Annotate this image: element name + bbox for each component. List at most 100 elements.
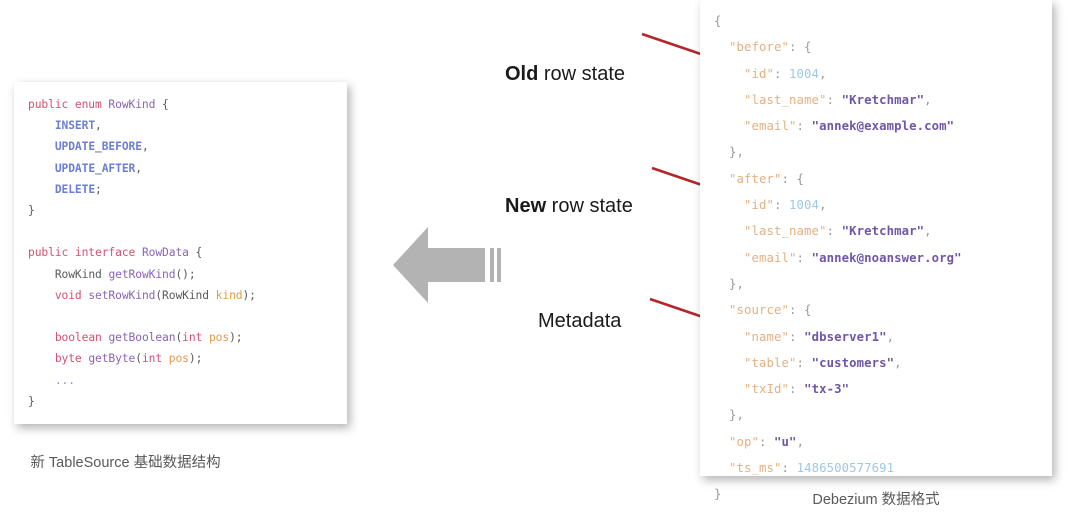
code-token: : { xyxy=(781,171,805,186)
code-token: { xyxy=(714,14,722,28)
code-token: "source" xyxy=(729,303,790,318)
label-old-row-state-rest: row state xyxy=(538,63,626,85)
code-token xyxy=(714,356,744,370)
code-token xyxy=(28,162,55,175)
code-token xyxy=(28,268,55,281)
code-token: public enum xyxy=(28,98,109,111)
label-old-row-state: Old row state xyxy=(505,63,625,86)
code-token xyxy=(714,382,744,396)
code-token: 1004 xyxy=(789,66,820,81)
code-token xyxy=(714,40,729,54)
code-token: , xyxy=(135,161,142,175)
code-token: "tx-3" xyxy=(804,382,850,397)
label-new-row-state-rest: row state xyxy=(546,195,633,217)
code-token: } xyxy=(28,394,35,408)
code-token: "id" xyxy=(744,66,775,81)
code-token: "after" xyxy=(729,171,782,186)
code-token xyxy=(714,330,744,344)
code-token: : xyxy=(759,434,775,449)
code-token: , xyxy=(886,329,895,344)
code-token: int xyxy=(141,352,169,366)
code-token: UPDATE_BEFORE xyxy=(54,140,142,154)
code-token: , xyxy=(924,224,932,239)
label-metadata: Metadata xyxy=(538,310,621,333)
code-token: "txId" xyxy=(744,382,790,397)
code-token: ( xyxy=(175,331,183,345)
code-token: "before" xyxy=(729,40,790,55)
code-token: "op" xyxy=(729,434,760,449)
code-token: "annek@example.com" xyxy=(811,119,955,134)
code-token: : xyxy=(774,198,790,213)
code-token: kind xyxy=(215,288,243,302)
code-token: UPDATE_AFTER xyxy=(54,161,136,175)
code-token: ); xyxy=(229,331,243,345)
code-token: "customers" xyxy=(811,355,895,370)
java-code-block: public enum RowKind { INSERT, UPDATE_BEF… xyxy=(28,94,333,412)
code-token: : xyxy=(789,329,805,344)
code-token: "name" xyxy=(744,329,790,344)
code-token: "email" xyxy=(744,119,797,134)
code-token: getByte xyxy=(88,352,136,366)
code-token: : xyxy=(774,66,790,81)
code-token: RowKind xyxy=(54,267,109,281)
code-token xyxy=(28,289,55,302)
code-token: { xyxy=(188,246,203,260)
code-token: : xyxy=(781,461,797,476)
code-token: "last_name" xyxy=(744,224,827,239)
code-token xyxy=(714,67,744,81)
code-token xyxy=(714,93,744,107)
code-token: : xyxy=(826,224,842,239)
code-token: } xyxy=(28,204,35,218)
code-token: : xyxy=(796,250,812,265)
code-token: , xyxy=(924,92,932,107)
code-token: "id" xyxy=(744,198,775,213)
code-token: INSERT xyxy=(54,119,96,133)
label-old-row-state-strong: Old xyxy=(505,63,539,85)
code-token: 1004 xyxy=(789,198,820,213)
code-token xyxy=(714,303,729,317)
code-token: 1486500577691 xyxy=(796,461,895,476)
code-token xyxy=(28,119,55,132)
code-token xyxy=(28,140,55,153)
code-token: int xyxy=(182,331,209,345)
code-token: , xyxy=(95,119,102,133)
code-token: getBoolean xyxy=(108,331,176,345)
left-panel-caption: 新 TableSource 基础数据结构 xyxy=(30,455,221,471)
code-token: "u" xyxy=(774,434,797,449)
code-token: , xyxy=(894,355,902,370)
code-token: void xyxy=(54,288,89,302)
code-token: setRowKind xyxy=(88,288,156,302)
code-token: public interface xyxy=(28,246,142,260)
code-token: "Kretchmar" xyxy=(841,92,925,107)
code-token: ); xyxy=(188,352,203,366)
code-token: }, xyxy=(714,276,745,291)
code-token: : { xyxy=(789,303,812,318)
code-token: DELETE xyxy=(54,182,96,196)
code-token xyxy=(714,461,729,475)
code-token: ); xyxy=(242,288,256,302)
code-token: } xyxy=(714,487,722,502)
json-code-card: { "before" : { "id": 1004, "last_name": "… xyxy=(700,0,1052,501)
code-token xyxy=(28,183,55,196)
code-token xyxy=(28,374,55,387)
code-token: , xyxy=(819,198,827,213)
label-metadata-rest: Metadata xyxy=(538,310,622,332)
code-token: : xyxy=(796,119,812,134)
code-token: , xyxy=(796,434,805,449)
code-token: "email" xyxy=(744,250,797,265)
code-token xyxy=(28,352,55,365)
code-token xyxy=(714,119,744,133)
code-token: RowData xyxy=(141,246,189,260)
code-token: getRowKind xyxy=(108,267,176,281)
code-token: : xyxy=(789,382,805,397)
code-token xyxy=(714,251,744,265)
code-token: byte xyxy=(54,352,89,366)
java-code-card: public enum RowKind { INSERT, UPDATE_BEF… xyxy=(14,82,347,424)
label-new-row-state: New row state xyxy=(505,195,633,218)
code-token: ( xyxy=(135,352,142,366)
code-token: }, xyxy=(714,145,745,160)
code-token: "last_name" xyxy=(744,92,827,107)
code-token: pos xyxy=(168,352,189,366)
code-token: ; xyxy=(95,182,102,196)
code-token xyxy=(714,172,729,186)
